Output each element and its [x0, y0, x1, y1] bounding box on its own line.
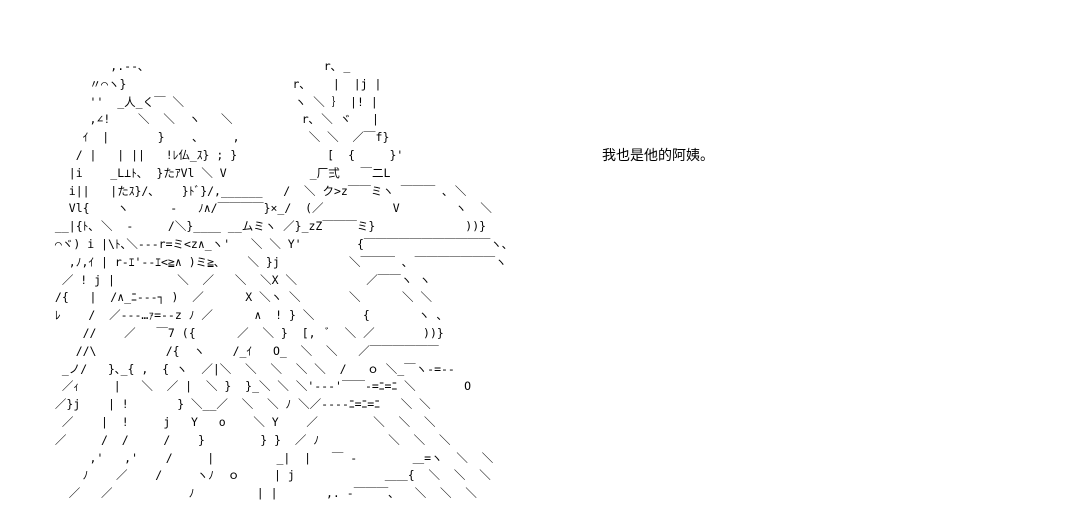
ascii-art-line: ,ﾉ,ｲ | r-ｴ'‐‐ｴ<≧∧ )ミ≧､ ＼ }j ＼￣￣￣ ､ ￣￣￣￣￣… — [48, 254, 507, 269]
ascii-art-line: 〃⌒ヽ} r､ | |j | — [48, 76, 382, 91]
ascii-art-line: ｲ | } ､ , ＼ ＼ ／￣f} — [48, 130, 390, 145]
ascii-art-line: _ノ/ }､_{ , { ヽ ／|＼ ＼ ＼ ＼ ＼ / ｏ ＼_￣ヽ‐=-‐ — [48, 361, 455, 376]
ascii-art-line: ,.‐-､ r､ _ — [48, 59, 351, 73]
ascii-art-line: ／ｨ | ＼ ／ | ＼ } }_＼ ＼ ＼'-‐‐'￣￣‐=ﾆ=ﾆ ＼ O — [48, 379, 472, 394]
ascii-art-line: ﾉ ／ / ヽﾉ ｏ | j ＿＿{ ＼ ＼ ＼ — [48, 468, 491, 483]
ascii-art-line: ,' ,' / | _| | ￣ ‐ ＿=ヽ ＼ ＼ — [48, 450, 494, 465]
ascii-art: ,.‐-､ r､ _ 〃⌒ヽ} r､ | |j | '' _人_く￣ ＼ ヽ ＼… — [48, 58, 508, 503]
ascii-art-line: / | | || !ﾚ仏_ｽ} ; } [ { }' — [48, 147, 404, 162]
ascii-art-line: ／ | ! j Y o ＼ Y ／ ＼ ＼ ＼ — [48, 414, 436, 429]
ascii-art-line: ﾚ / ／---…ｧ=--z ﾉ ／ ∧ ! } ＼ { ヽ ､ — [48, 308, 443, 323]
ascii-art-line: '' _人_く￣ ＼ ヽ ＼ ｝ |! | — [48, 94, 378, 109]
ascii-art-line: ⌒ヾ) i |\ﾄ､＼-‐‐r=ミ<z∧_ヽ' ＼ ＼ Y' {￣￣￣￣￣￣￣￣… — [48, 236, 508, 251]
ascii-art-line: // ／ ￣7 ({ ／ ＼ } [, ﾞ ＼ ／ ))} — [48, 325, 444, 340]
ascii-art-line: ／}j | ! } ＼__／ ＼ ＼ ﾉ ＼／‐‐-‐ﾆ=ﾆ=ﾆ ＼ ＼ — [48, 397, 431, 412]
ascii-art-line: ,∠! ＼ ＼ ヽ ＼ r､ ＼ ヾ | — [48, 112, 379, 127]
caption-text: 我也是他的阿姨。 — [602, 148, 714, 164]
ascii-art-line: ／ / / / } } } ／ ﾉ ＼ ＼ ＼ — [48, 432, 451, 447]
ascii-art-line: /{ | /∧_ﾆ‐--┐ ) ／ X ＼ヽ ＼ ＼ ＼ ＼ — [48, 290, 432, 305]
ascii-art-line: __|{ﾄ､ ＼ ‐ /＼}____ __ムミヽ ／}_zZ￣￣￣ミ} ))} — [48, 219, 487, 234]
ascii-art-line: //\ /{ ヽ /_ｲ O_ ＼ ＼ ／￣￣￣￣￣￣ — [48, 343, 439, 358]
ascii-art-line: Vl{ ヽ - ﾉ∧/￣￣￣￣}×_/ (／ V ヽ ＼ — [48, 201, 492, 216]
ascii-art-line: i|| |たｽ}/､ }ﾄﾞ}/,______ / ＼ ク>z￣￣ミヽ ￣￣￣ … — [48, 183, 467, 198]
ascii-art-line: ／ ／ ﾉ | | ,. ‐￣￣￣､ ＼ ＼ ＼ — [48, 486, 477, 501]
ascii-art-line: |i _L⊥ﾄ､ }たｱVl ＼ V _厂弍 ￣二L — [48, 165, 391, 180]
ascii-art-line: ／ ! j | ＼ ／ ＼ ＼X ＼ ／￣￣ヽ ヽ — [48, 272, 431, 287]
